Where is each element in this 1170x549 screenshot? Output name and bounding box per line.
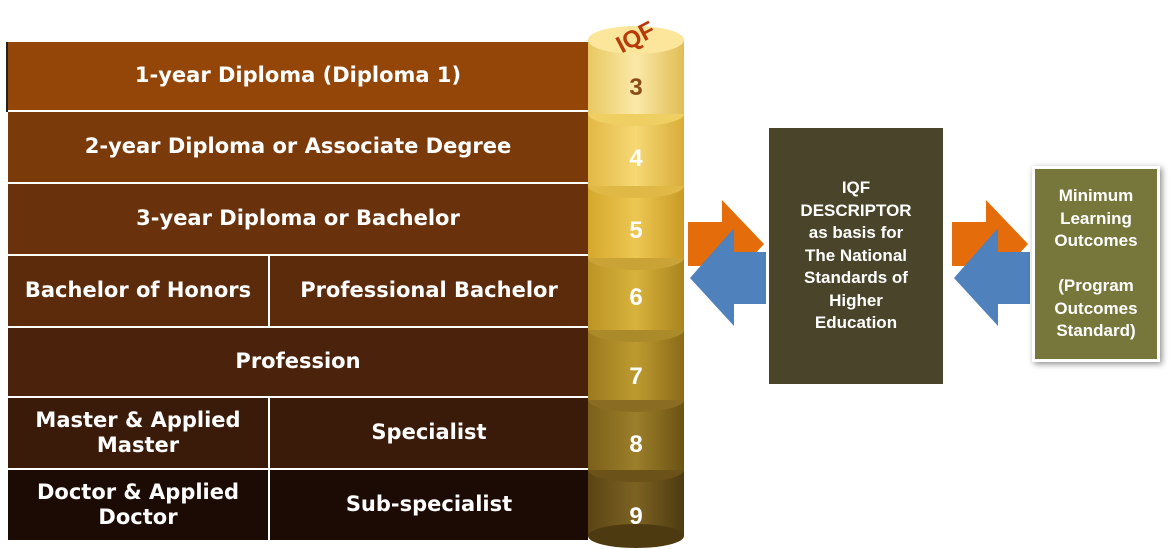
level-number-3: 3	[629, 74, 642, 101]
level-label: Doctor & Applied Doctor	[8, 470, 270, 540]
cylinder-segment-3	[588, 26, 684, 114]
level-row-diploma-2: 2-year Diploma or Associate Degree	[8, 112, 588, 184]
level-number-9: 9	[629, 503, 642, 530]
learning-outcomes-text: Minimum Learning Outcomes (Program Outco…	[1054, 186, 1138, 341]
level-row-profession: Profession	[8, 328, 588, 398]
table-left-border	[6, 42, 8, 112]
level-label: 3-year Diploma or Bachelor	[136, 206, 460, 231]
level-label: Master & Applied Master	[8, 398, 270, 468]
level-number-8: 8	[629, 431, 642, 458]
level-number-6: 6	[629, 284, 642, 311]
learning-outcomes-box: Minimum Learning Outcomes (Program Outco…	[1032, 166, 1160, 362]
exchange-arrows-1	[688, 200, 766, 326]
level-number-5: 5	[629, 217, 642, 244]
level-label: Profession	[235, 349, 361, 374]
exchange-arrows-2	[952, 200, 1030, 326]
level-label: Specialist	[371, 420, 487, 445]
level-row-diploma-3: 3-year Diploma or Bachelor	[8, 184, 588, 256]
iqf-descriptor-box: IQF DESCRIPTOR as basis for The National…	[769, 128, 943, 384]
level-row-bachelor: Bachelor of Honors Professional Bachelor	[8, 256, 588, 328]
level-number-4: 4	[629, 145, 643, 172]
level-label: Professional Bachelor	[300, 278, 558, 303]
level-label: 1-year Diploma (Diploma 1)	[134, 63, 462, 88]
level-row-doctor: Doctor & Applied Doctor Sub-specialist	[8, 470, 588, 540]
level-label: Bachelor of Honors	[8, 256, 270, 326]
level-row-diploma-1: 1-year Diploma (Diploma 1)	[8, 42, 588, 112]
level-number-7: 7	[629, 363, 642, 390]
cylinder-segment-4	[588, 102, 684, 186]
iqf-cylinder: IQF 3 4 5 6 7 8 9	[588, 16, 684, 548]
iqf-descriptor-text: IQF DESCRIPTOR as basis for The National…	[800, 178, 912, 333]
cylinder-segment-6	[588, 246, 684, 330]
cylinder-segment-5	[588, 174, 684, 258]
blue-arrow-left	[690, 228, 766, 326]
blue-arrow-left	[954, 228, 1030, 326]
level-label: 2-year Diploma or Associate Degree	[84, 134, 512, 159]
level-row-master: Master & Applied Master Specialist	[8, 398, 588, 470]
level-label: Sub-specialist	[345, 492, 513, 517]
